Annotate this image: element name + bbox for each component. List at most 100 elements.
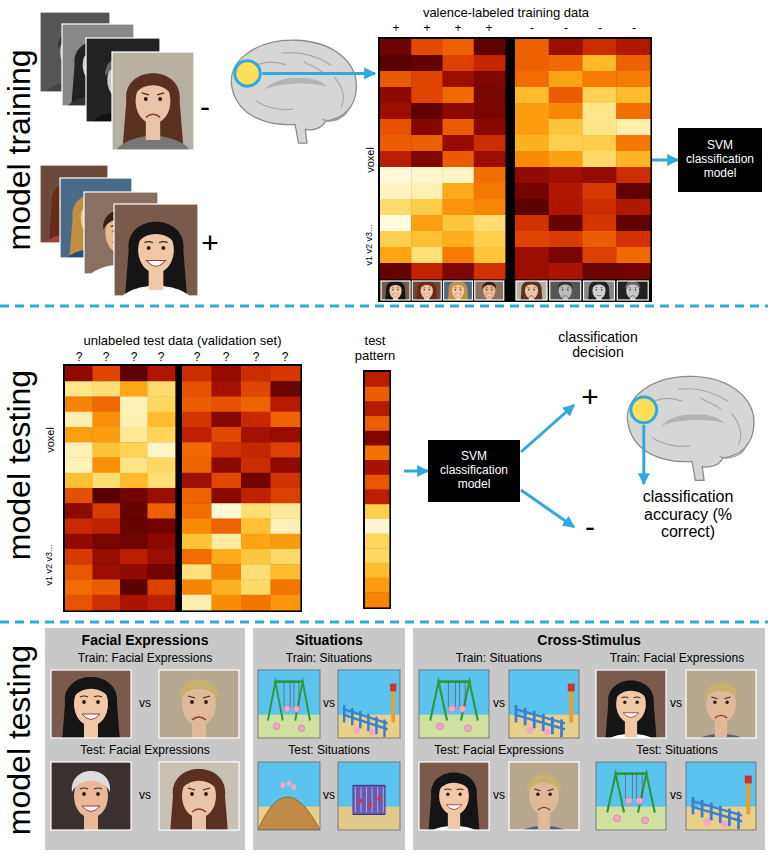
cartoon-scene [569,687,573,722]
scene-border [258,762,320,830]
heatmap-cells [182,564,212,580]
heatmap-cells [120,381,148,397]
heatmap-cells [365,592,389,607]
face-photo [157,93,164,95]
heatmap-cells [182,442,212,458]
face-photo [144,242,152,243]
face-photo [592,281,607,289]
face-photo [424,289,425,290]
photo-border [159,762,239,830]
heatmap-cells [182,412,212,428]
heatmap-cells [411,55,443,71]
cartoon-scene [274,723,280,730]
node-text: Test: Situations [589,744,765,758]
panel-pictures [45,628,245,850]
heatmap-cells [549,119,583,135]
decision-arrow [521,490,574,527]
annotation: classification accuracy (% correct) [623,488,753,541]
node-text: vs [320,789,338,803]
cartoon-scene [448,705,455,712]
face-photo [460,289,461,290]
heatmap-cells [93,549,121,565]
heatmap-cells [65,595,93,611]
heatmap-cells [583,87,617,103]
face-photo [454,287,457,288]
heatmap-cells [411,71,443,87]
heatmap-cells [65,473,93,489]
heatmap-cells [120,595,148,611]
heatmap-cells [365,563,389,578]
face-photo [161,246,165,250]
heatmap-cells [380,39,505,279]
heatmap-cells [271,366,301,382]
face-photo [159,654,239,786]
heatmap-cells [474,87,506,103]
heatmap-cells [212,534,242,550]
axis-label: voxel [44,427,56,453]
photo-border [419,762,489,830]
section-divider [0,305,768,308]
heatmap-cells [182,397,212,413]
face-photo [713,701,716,704]
section-title: model testing [2,370,37,560]
face-photo [485,287,488,288]
heatmap-cells [365,372,389,607]
photo-border [550,281,581,300]
condition-panel: Cross-StimulusTrain: SituationsvsTrain: … [413,628,765,850]
heatmap-cells [549,167,583,183]
heatmap-cells [212,458,242,474]
heatmap-cells [583,151,617,167]
model-box: SVM classification model [678,128,762,192]
cartoon-scene [369,729,375,736]
face-photo [439,777,469,816]
heatmap-cells [65,427,93,443]
face-photo [188,788,195,790]
cartoon-scene [419,670,489,738]
face-photo [419,752,489,850]
heatmap-cells [148,580,176,596]
face-photo [584,271,615,310]
heatmap-cells [380,231,412,247]
heatmap-cells [365,519,389,534]
heatmap-cells [515,87,549,103]
photo-border [596,670,666,738]
face-photo [82,806,100,812]
heatmap-cells [365,490,389,505]
cartoon-scene [527,727,534,734]
data-panel: unlabeled test data (validation set) [60,332,305,612]
heatmap-cells [241,458,271,474]
panel-pictures [413,628,765,850]
photo-border [381,281,410,300]
face-photo [520,280,543,310]
cartoon-scene [338,762,400,830]
heatmap-cells [271,458,301,474]
cartoon-scene [551,717,554,734]
heatmap-cells [616,167,650,183]
heatmap-cells [365,372,389,387]
heatmap-cells [583,103,617,119]
heatmap-cells [583,199,617,215]
axis-label: v1 v2 v3... [45,544,55,585]
heatmap-cells [474,119,506,135]
face-photo [601,289,602,290]
face-photo [596,734,666,776]
heatmap-cells [241,412,271,428]
face-photo [475,303,504,320]
heatmap-cells [148,458,176,474]
cartoon-scene [258,715,320,738]
heatmap-cells [93,503,121,519]
face-photo [558,281,573,289]
brain-medial-view [652,437,690,446]
heatmap-cells [549,103,583,119]
heatmap-cells [241,488,271,504]
face-photo [203,696,210,698]
cartoon-scene [524,708,527,725]
face-photo [96,700,100,704]
cartoon-scene [636,797,643,804]
face-photo [80,696,88,697]
brain-medial-view [334,77,343,108]
heatmap-cells [365,401,389,416]
cartoon-scene [459,705,466,712]
photo-border [686,670,756,738]
cartoon-scene [375,717,377,734]
